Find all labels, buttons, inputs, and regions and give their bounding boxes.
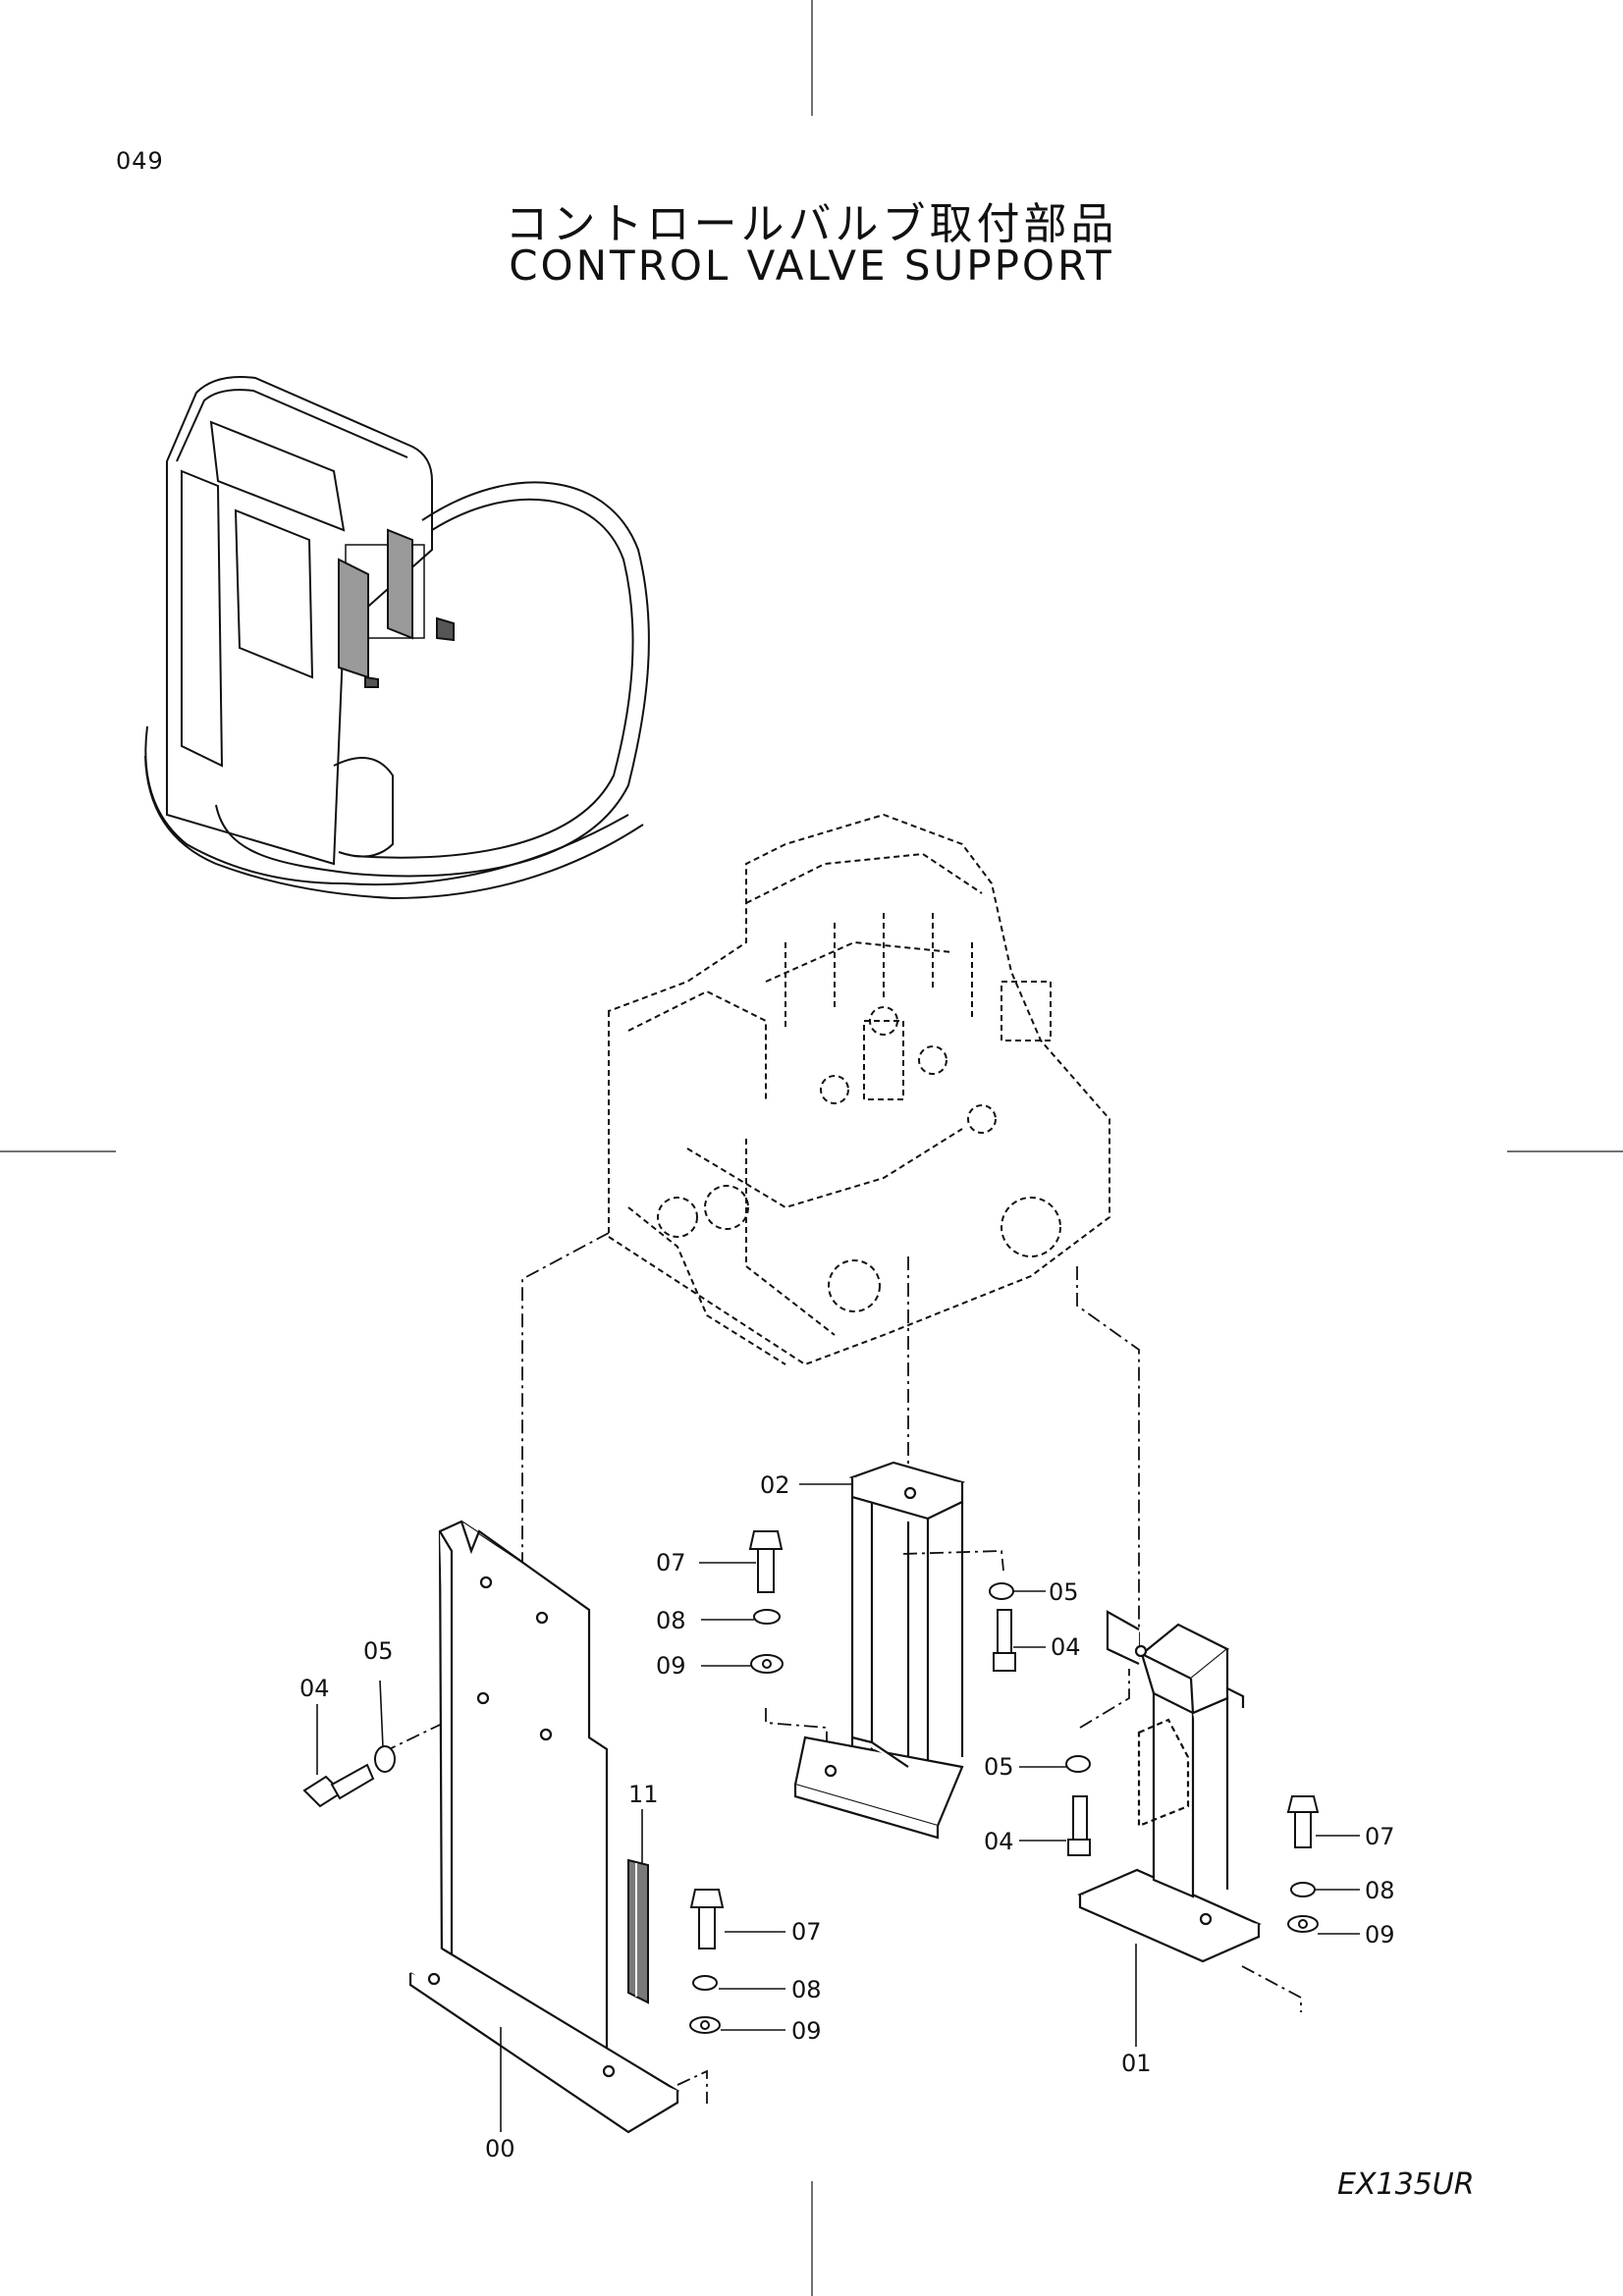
bolt-04-left xyxy=(302,1763,375,1808)
callout-05-upper: 05 xyxy=(1049,1578,1079,1606)
callout-07-lower: 07 xyxy=(791,1918,822,1946)
leader-lines xyxy=(316,1483,1360,2132)
callout-11: 11 xyxy=(628,1781,659,1808)
alignment-lines xyxy=(382,1232,1302,2104)
bolt-04-upper xyxy=(993,1609,1016,1672)
callout-04-left: 04 xyxy=(299,1675,330,1702)
fasteners xyxy=(302,1530,1320,2034)
callout-00: 00 xyxy=(485,2135,515,2163)
callout-02: 02 xyxy=(760,1471,790,1499)
cushion-11 xyxy=(627,1858,649,2004)
bracket-00 xyxy=(408,1520,680,2134)
spring-washer-05-lower xyxy=(1065,1755,1091,1773)
callout-08-lower: 08 xyxy=(791,1976,822,2003)
page-title-english: CONTROL VALVE SUPPORT xyxy=(509,241,1114,290)
callout-labels: 02 07 08 09 05 04 05 04 07 08 09 05 04 1… xyxy=(299,1471,1395,2163)
bolt-07-center xyxy=(748,1530,784,1593)
callout-09-right: 09 xyxy=(1365,1921,1395,1949)
bolt-07-lower xyxy=(689,1889,725,1949)
callout-07-center: 07 xyxy=(656,1549,686,1576)
callout-01: 01 xyxy=(1121,2050,1152,2077)
spring-washer-05-upper xyxy=(989,1582,1014,1600)
callout-04-upper: 04 xyxy=(1051,1633,1081,1661)
callout-05-lower: 05 xyxy=(984,1753,1014,1781)
bracket-01 xyxy=(1077,1610,1262,1963)
bracket-02 xyxy=(793,1461,966,1840)
callout-08-right: 08 xyxy=(1365,1877,1395,1904)
callout-08-center: 08 xyxy=(656,1607,686,1634)
callout-09-lower: 09 xyxy=(791,2017,822,2045)
excavator-upper-structure xyxy=(144,376,650,900)
bolt-04-lower xyxy=(1067,1795,1091,1856)
callout-09-center: 09 xyxy=(656,1652,686,1680)
callout-04-lower: 04 xyxy=(984,1828,1014,1855)
callout-05-left: 05 xyxy=(363,1637,394,1665)
bolt-07-right xyxy=(1286,1795,1320,1848)
spring-washer-08-center xyxy=(753,1609,781,1625)
page-number: 049 xyxy=(116,147,164,175)
model-code: EX135UR xyxy=(1337,2167,1475,2202)
control-valve-assembly xyxy=(608,813,1110,1366)
spring-washer-08-lower xyxy=(692,1975,718,1991)
spring-washer-08-right xyxy=(1290,1882,1316,1897)
page-title-japanese: コントロールバルブ取付部品 xyxy=(505,199,1118,249)
spring-washer-05-left xyxy=(374,1745,396,1773)
callout-07-right: 07 xyxy=(1365,1823,1395,1850)
